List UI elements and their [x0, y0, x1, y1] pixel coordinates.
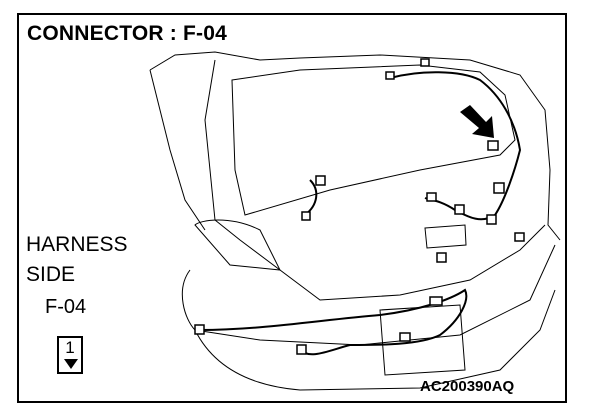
- diagram-frame: [17, 13, 567, 403]
- body-outline: [149, 51, 561, 241]
- wiring-harness-lower: [199, 288, 468, 356]
- connectors: [194, 58, 525, 355]
- plate-recess: [379, 304, 466, 376]
- wiring-harness-mid: [304, 179, 318, 216]
- tail-light: [194, 219, 281, 271]
- pin-number: 1: [65, 338, 75, 357]
- pin-indicator: 1: [57, 336, 83, 374]
- hatch-outline: [204, 59, 546, 301]
- rear-window: [231, 64, 516, 216]
- connector-id: F-04: [45, 296, 87, 318]
- pointer-arrow: [460, 105, 494, 138]
- side-label: SIDE: [26, 263, 76, 286]
- figure-code: AC200390AQ: [420, 378, 515, 395]
- plate-lamp-area: [424, 224, 467, 249]
- bumper: [181, 244, 556, 346]
- side-panel: [149, 69, 206, 231]
- triangle-down-icon: [64, 359, 78, 369]
- wiring-harness-upper: [389, 71, 522, 221]
- connector-title: CONNECTOR : F-04: [27, 22, 227, 45]
- harness-label: HARNESS: [26, 233, 128, 256]
- bumper-lower: [194, 289, 556, 391]
